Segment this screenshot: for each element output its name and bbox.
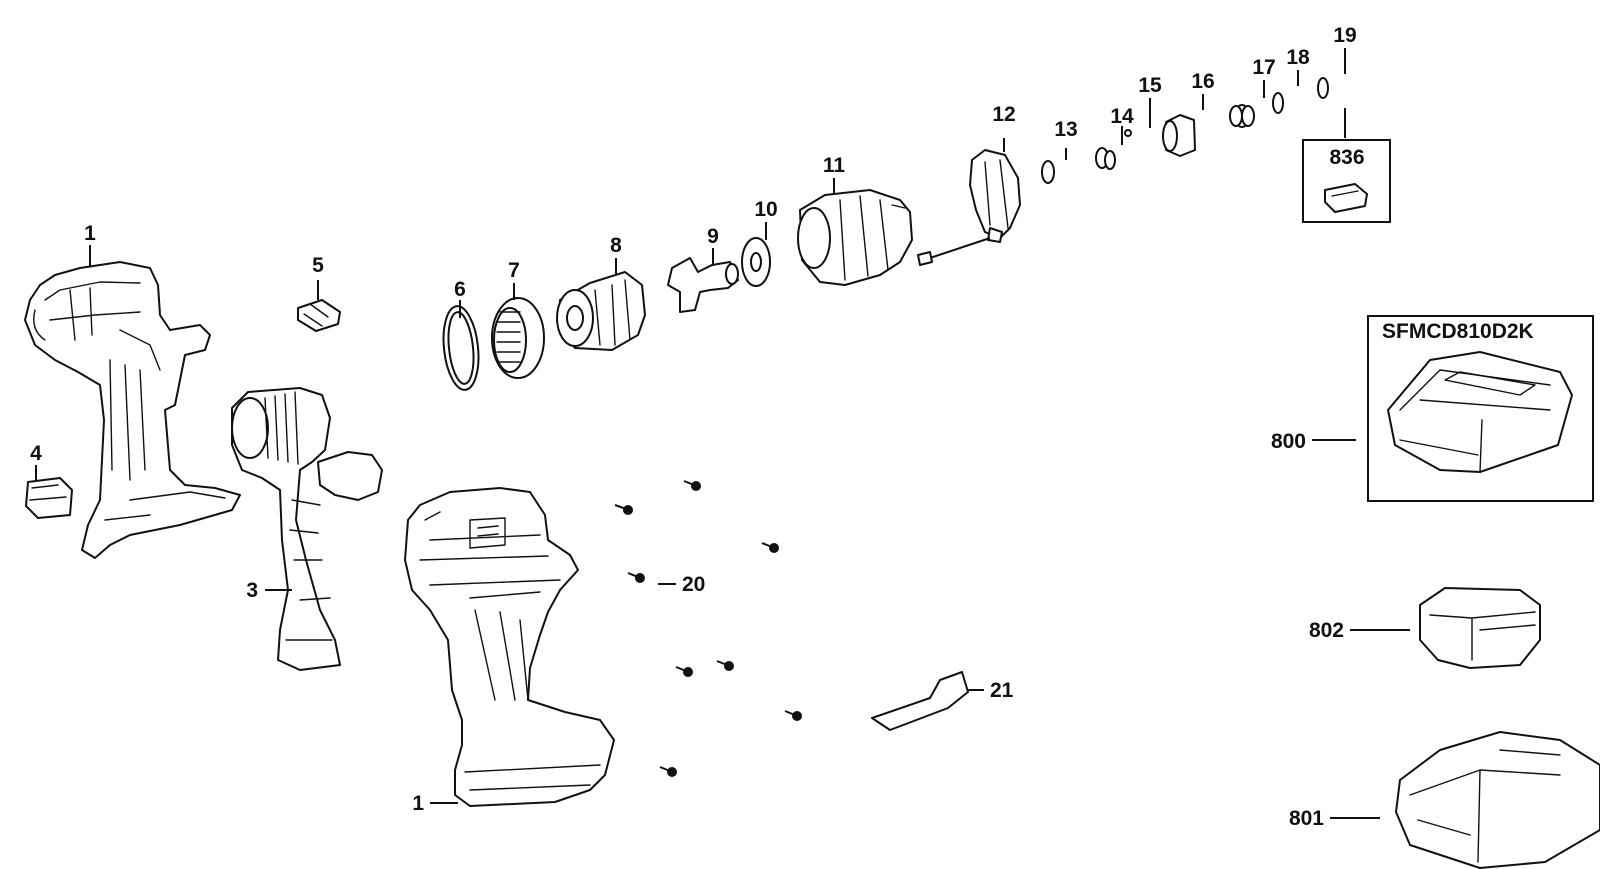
callout-13: 13 [1054, 118, 1077, 141]
callout-16: 16 [1191, 70, 1214, 93]
callout-4: 4 [30, 442, 42, 465]
washer[interactable] [741, 237, 771, 287]
gear-housing[interactable] [797, 189, 913, 286]
callout-11: 11 [823, 154, 846, 177]
parts-box-836[interactable] [1302, 139, 1391, 223]
callout-8: 8 [610, 234, 622, 257]
ball[interactable] [1124, 129, 1132, 137]
callout-18: 18 [1286, 46, 1310, 69]
retaining-ring[interactable] [1041, 160, 1055, 184]
leader-lines [35, 48, 1410, 819]
collar-sleeve[interactable] [1162, 114, 1196, 157]
gearbox[interactable] [556, 271, 646, 351]
callout-1-top: 1 [84, 222, 96, 245]
callout-1-bottom: 1 [412, 792, 424, 815]
callout-801: 801 [1289, 807, 1324, 830]
kit-box-800[interactable] [1367, 315, 1594, 502]
callout-labels: 1 4 3 5 6 7 8 9 10 11 12 13 14 15 16 17 … [30, 24, 1534, 830]
callout-7: 7 [508, 259, 520, 282]
housing-half-left[interactable] [24, 261, 241, 559]
callout-14: 14 [1110, 105, 1134, 128]
callout-6: 6 [454, 278, 466, 301]
nose-cap-with-wire[interactable] [917, 149, 1021, 266]
callout-15: 15 [1138, 74, 1162, 97]
callout-21: 21 [990, 679, 1014, 702]
motor-switch-assembly[interactable] [231, 387, 383, 671]
charger[interactable] [1395, 731, 1600, 869]
callout-10: 10 [754, 198, 777, 221]
ring-end[interactable] [1317, 77, 1329, 99]
spring[interactable] [1229, 104, 1255, 128]
led-lens[interactable] [25, 477, 73, 519]
battery-pack[interactable] [1419, 587, 1541, 669]
tool-assembly[interactable] [404, 487, 615, 807]
direction-switch[interactable] [297, 299, 341, 332]
callout-3: 3 [246, 579, 258, 602]
callout-800: 800 [1271, 430, 1306, 453]
callout-19: 19 [1333, 24, 1356, 47]
callout-5: 5 [312, 254, 324, 277]
kit-model-number: SFMCD810D2K [1382, 320, 1534, 343]
ring-gear[interactable] [491, 297, 545, 379]
washer-small[interactable] [1272, 92, 1284, 114]
o-ring[interactable] [440, 304, 483, 391]
callout-17: 17 [1252, 56, 1275, 79]
spindle[interactable] [667, 257, 739, 313]
callout-9: 9 [707, 225, 719, 248]
warning-label[interactable] [871, 671, 969, 731]
callout-802: 802 [1309, 619, 1344, 642]
circlip[interactable] [1095, 147, 1116, 170]
callout-20: 20 [682, 573, 705, 596]
callout-12: 12 [992, 103, 1015, 126]
callout-836: 836 [1329, 146, 1364, 169]
screws[interactable] [614, 480, 802, 777]
